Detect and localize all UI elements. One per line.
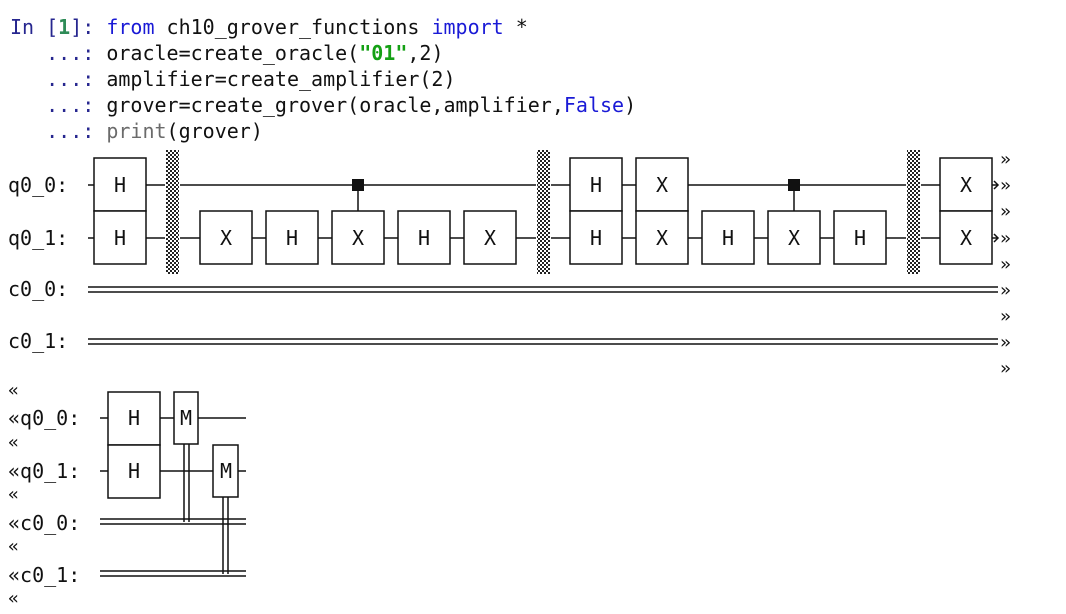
- svg-text:«: «: [8, 432, 19, 453]
- gate-x-q0-1-a: [199, 210, 253, 265]
- continuation-prompt: ...:: [10, 119, 107, 143]
- gate-x-q0-0-a: [635, 157, 689, 212]
- register-label-q0-0-cont: «q0_0:: [8, 406, 80, 430]
- gate-label: X: [484, 226, 496, 250]
- svg-text:»: »: [1000, 306, 1011, 327]
- continuation-prompt: ...:: [10, 67, 107, 91]
- gate-x-q0-1-b: [463, 210, 517, 265]
- gate-label: X: [352, 226, 364, 250]
- gate-label: H: [590, 226, 602, 250]
- module-name: ch10_grover_functions: [154, 15, 432, 39]
- gate-label: X: [656, 226, 668, 250]
- gate-x-q0-1-d: [939, 210, 993, 265]
- svg-text:»: »: [1000, 175, 1011, 196]
- code-line-2: ...: oracle=create_oracle("01",2): [10, 41, 444, 65]
- measure-links: [183, 444, 229, 574]
- svg-text:»: »: [1000, 332, 1011, 353]
- register-label-c0-1-cont: «c0_1:: [8, 563, 80, 587]
- string-literal: "01": [359, 41, 408, 65]
- code-line-3: ...: amplifier=create_amplifier(2): [10, 67, 456, 91]
- continuation-prompt: ...:: [10, 41, 107, 65]
- svg-text:»: »: [1000, 280, 1011, 301]
- measure-gate-q0-0: [173, 391, 199, 445]
- prompt-number: 1: [58, 15, 71, 39]
- gate-h-q0-1-final: [107, 444, 161, 499]
- keyword-false: False: [563, 93, 625, 117]
- gate-x-q0-0-b: [939, 157, 993, 212]
- svg-text:»: »: [1000, 149, 1011, 170]
- prompt-end: ]:: [70, 15, 107, 39]
- svg-text:«: «: [8, 484, 19, 505]
- gate-label: X: [960, 173, 972, 197]
- svg-text:«: «: [8, 380, 19, 401]
- gate-label: X: [960, 226, 972, 250]
- gate-label: X: [788, 226, 800, 250]
- gate-label: H: [114, 173, 126, 197]
- gate-label: M: [180, 406, 192, 430]
- gate-label: H: [418, 226, 430, 250]
- svg-text:»: »: [1000, 228, 1011, 249]
- continuation-prompt: ...:: [10, 93, 107, 117]
- gate-h-q0-0-b: [569, 157, 623, 212]
- gate-label: H: [722, 226, 734, 250]
- continuation-markers-right: » » » » » » » » »: [1000, 149, 1011, 379]
- gate-label: H: [128, 406, 140, 430]
- wire-c0-1: [88, 338, 998, 345]
- gate-cx-target-2: [767, 210, 821, 265]
- gate-label: H: [590, 173, 602, 197]
- gate-h-q0-1-d: [569, 210, 623, 265]
- cx-control-1: [352, 179, 364, 211]
- gate-label: H: [286, 226, 298, 250]
- gate-label: H: [114, 226, 126, 250]
- keyword-import: import: [431, 15, 504, 39]
- gate-label: H: [854, 226, 866, 250]
- code-line-1: In [1]: from ch10_grover_functions impor…: [10, 14, 528, 40]
- register-label-q0-1-cont: «q0_1:: [8, 459, 80, 483]
- register-label-c0-0-cont: «c0_0:: [8, 511, 80, 535]
- gate-h-q0-1-e: [701, 210, 755, 265]
- gate-h-q0-1-c: [397, 210, 451, 265]
- barrier-3: [907, 150, 920, 274]
- wires-bottom: [100, 417, 246, 577]
- svg-text:«: «: [8, 536, 19, 557]
- gate-h-q0-1-a: [93, 210, 147, 265]
- builtin-print: print: [106, 119, 167, 143]
- gate-label: M: [220, 459, 232, 483]
- register-label-c0-0: c0_0:: [8, 277, 68, 301]
- code-line-5: ...: print(grover): [10, 119, 263, 143]
- gate-h-q0-1-f: [833, 210, 887, 265]
- import-star: *: [503, 15, 528, 39]
- svg-text:«: «: [8, 588, 19, 609]
- continuation-markers-left: « « « « «: [8, 380, 19, 609]
- gate-h-q0-1-b: [265, 210, 319, 265]
- barrier-2: [537, 150, 550, 274]
- svg-text:»: »: [1000, 254, 1011, 275]
- register-label-q0-1: q0_1:: [8, 226, 68, 250]
- keyword-from: from: [106, 15, 155, 39]
- gate-label: H: [128, 459, 140, 483]
- wire-c0-0: [88, 286, 998, 293]
- register-label-c0-1: c0_1:: [8, 329, 68, 353]
- prompt-in: In [: [10, 15, 59, 39]
- cx-control-2: [788, 179, 800, 211]
- gate-x-q0-1-c: [635, 210, 689, 265]
- gate-label: X: [656, 173, 668, 197]
- measure-gate-q0-1: [212, 444, 239, 498]
- gate-label: X: [220, 226, 232, 250]
- svg-text:»: »: [1000, 201, 1011, 222]
- code-line-4: ...: grover=create_grover(oracle,amplifi…: [10, 93, 637, 117]
- register-label-q0-0: q0_0:: [8, 173, 68, 197]
- svg-text:»: »: [1000, 358, 1011, 379]
- wire-arrows-q: [993, 180, 1000, 243]
- barrier-1: [166, 150, 179, 274]
- gate-cx-target-1: [331, 210, 385, 265]
